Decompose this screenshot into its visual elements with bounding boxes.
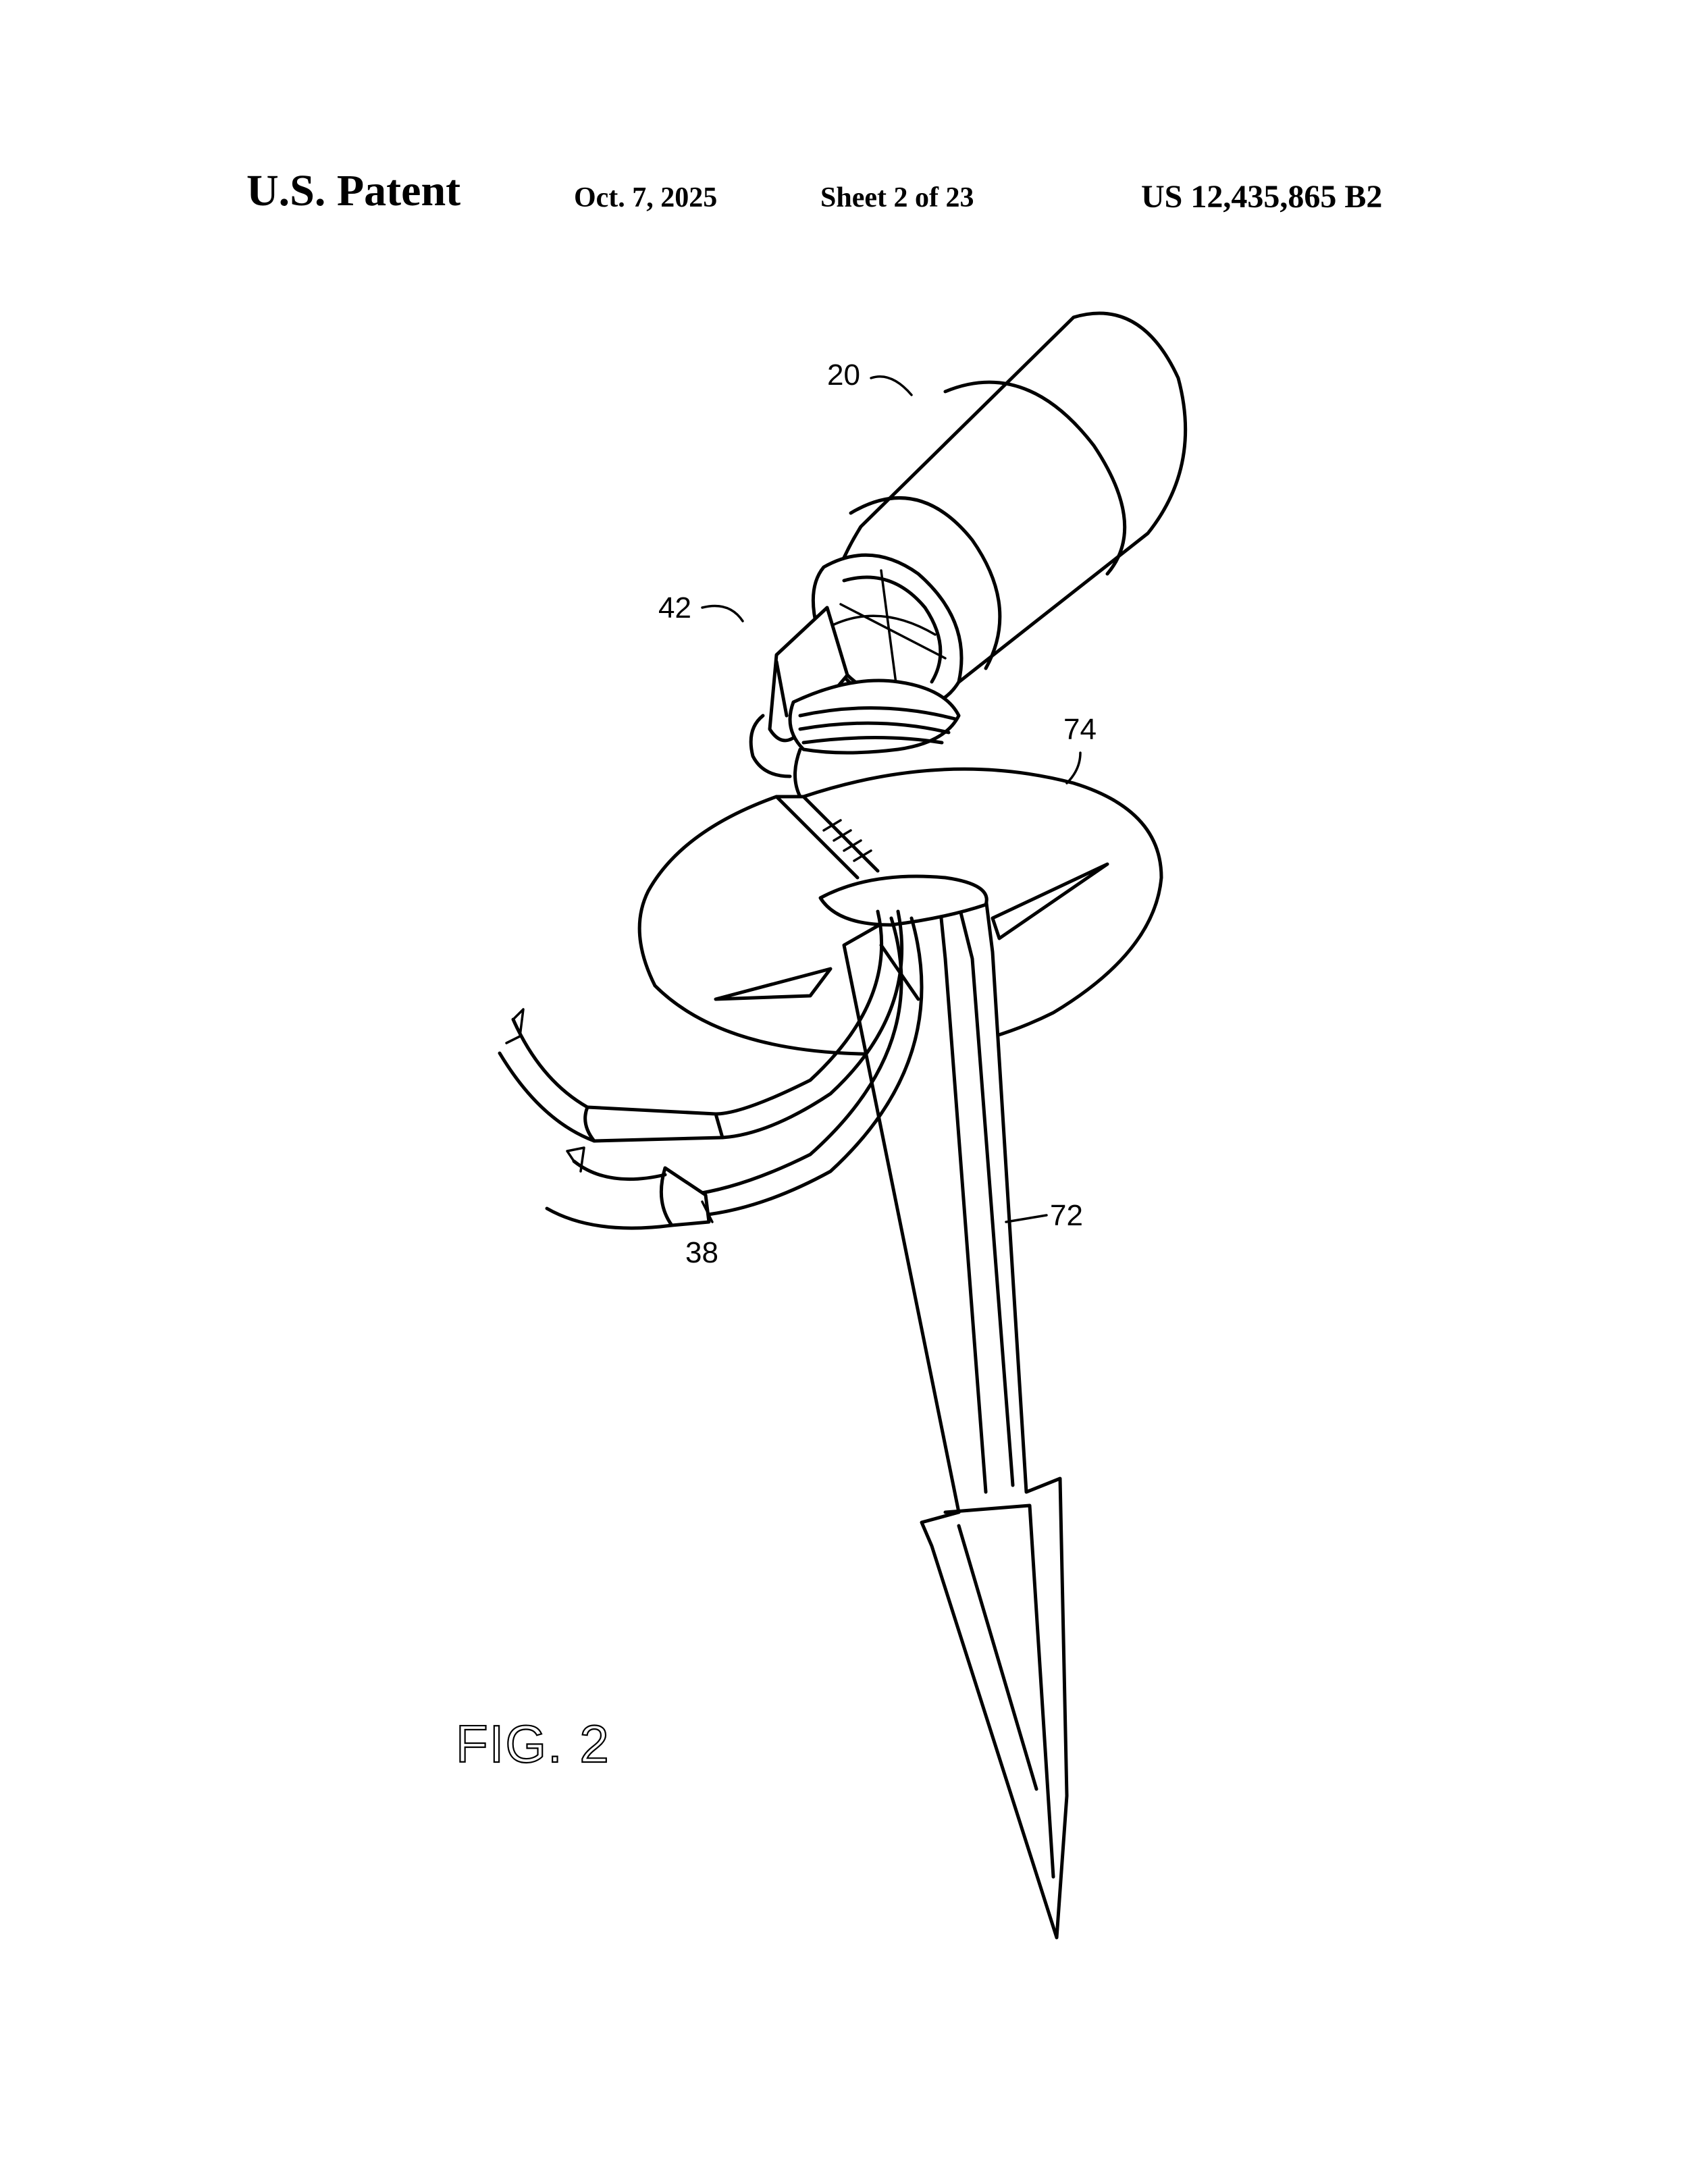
figure-label: FIG. 2: [456, 1714, 610, 1774]
ground-stake: [818, 874, 1069, 1940]
leader-74: [1065, 751, 1082, 784]
ref-numeral-72: 72: [1050, 1199, 1083, 1232]
ref-numeral-74: 74: [1063, 713, 1097, 746]
leader-38: [701, 1200, 714, 1223]
ref-numeral-20: 20: [827, 358, 860, 392]
leader-20: [870, 375, 913, 396]
patent-title: U.S. Patent: [246, 166, 461, 215]
ref-numeral-38: 38: [685, 1236, 718, 1269]
wire-leads: [498, 909, 924, 1230]
lamp-housing: [811, 311, 1188, 708]
knuckle-joint: [749, 606, 961, 866]
patent-number: US 12,435,865 B2: [1141, 179, 1383, 215]
leader-72: [1005, 1214, 1048, 1223]
sheet-number: Sheet 2 of 23: [820, 182, 974, 213]
ref-numeral-42: 42: [658, 591, 691, 624]
leader-42: [701, 604, 744, 622]
patent-date: Oct. 7, 2025: [574, 182, 718, 213]
